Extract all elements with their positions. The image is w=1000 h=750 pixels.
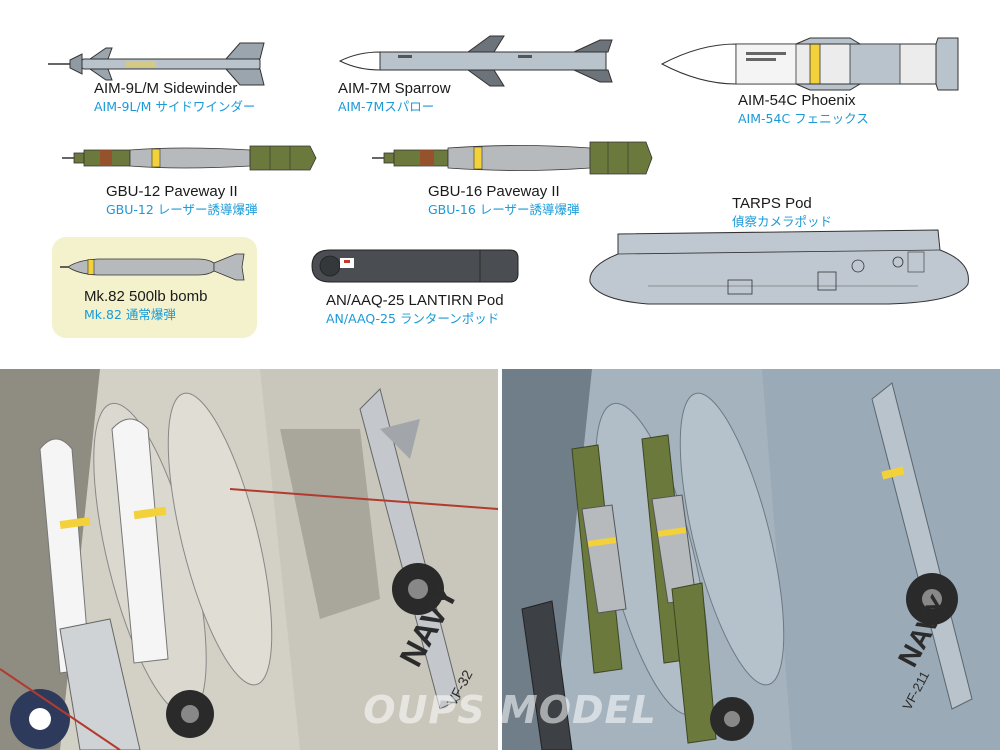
- aim9-sidewinder-illustration: [48, 42, 265, 86]
- aim9-label-jp: AIM-9L/M サイドワインダー: [94, 99, 256, 114]
- photo-underside-bombs: NAVY VF-211: [502, 369, 1000, 750]
- mk82-highlight-box: [52, 237, 257, 338]
- gbu16-illustration: [372, 141, 653, 175]
- tarps-pod-illustration: [589, 229, 969, 305]
- mk82-illustration: [60, 253, 245, 281]
- aim7-label-en: AIM-7M Sparrow: [338, 80, 451, 97]
- aim54-label-en: AIM-54C Phoenix: [738, 92, 856, 109]
- mk82-label-jp: Mk.82 通常爆弾: [84, 307, 176, 322]
- lantirn-label-en: AN/AAQ-25 LANTIRN Pod: [326, 292, 504, 309]
- photo-underside-missiles: NAVY VF-32: [0, 369, 498, 750]
- aim9-label: AIM-9L/M Sidewinder AIM-9L/M サイドワインダー: [94, 80, 255, 115]
- watermark-text: OUPS MODEL: [363, 688, 657, 732]
- gbu16-label-jp: GBU-16 レーザー誘導爆弾: [428, 202, 580, 217]
- tarps-label-jp: 偵察カメラポッド: [732, 214, 833, 229]
- lantirn-pod-illustration: [311, 249, 519, 283]
- mk82-label: Mk.82 500lb bomb Mk.82 通常爆弾: [84, 288, 207, 323]
- mk82-label-en: Mk.82 500lb bomb: [84, 288, 208, 305]
- aim9-label-en: AIM-9L/M Sidewinder: [94, 80, 238, 97]
- aim54-label: AIM-54C Phoenix AIM-54C フェニックス: [738, 92, 869, 127]
- gbu12-label-en: GBU-12 Paveway II: [106, 183, 238, 200]
- gbu16-label-en: GBU-16 Paveway II: [428, 183, 560, 200]
- aim7-label: AIM-7M Sparrow AIM-7Mスパロー: [338, 80, 451, 115]
- lantirn-label-jp: AN/AAQ-25 ランターンポッド: [326, 311, 500, 326]
- aim54-phoenix-illustration: [660, 37, 959, 91]
- photo-divider: [498, 369, 502, 750]
- gbu12-label: GBU-12 Paveway II GBU-12 レーザー誘導爆弾: [106, 183, 258, 218]
- aim7-sparrow-illustration: [338, 35, 613, 87]
- tarps-label: TARPS Pod 偵察カメラポッド: [732, 195, 832, 230]
- gbu16-label: GBU-16 Paveway II GBU-16 レーザー誘導爆弾: [428, 183, 580, 218]
- gbu12-label-jp: GBU-12 レーザー誘導爆弾: [106, 202, 258, 217]
- tarps-label-en: TARPS Pod: [732, 195, 812, 212]
- lantirn-label: AN/AAQ-25 LANTIRN Pod AN/AAQ-25 ランターンポッド: [326, 292, 504, 327]
- aim7-label-jp: AIM-7Mスパロー: [338, 99, 435, 114]
- gbu12-illustration: [62, 145, 317, 171]
- weapons-chart-panel: AIM-9L/M Sidewinder AIM-9L/M サイドワインダー AI…: [0, 0, 1000, 368]
- aim54-label-jp: AIM-54C フェニックス: [738, 111, 869, 126]
